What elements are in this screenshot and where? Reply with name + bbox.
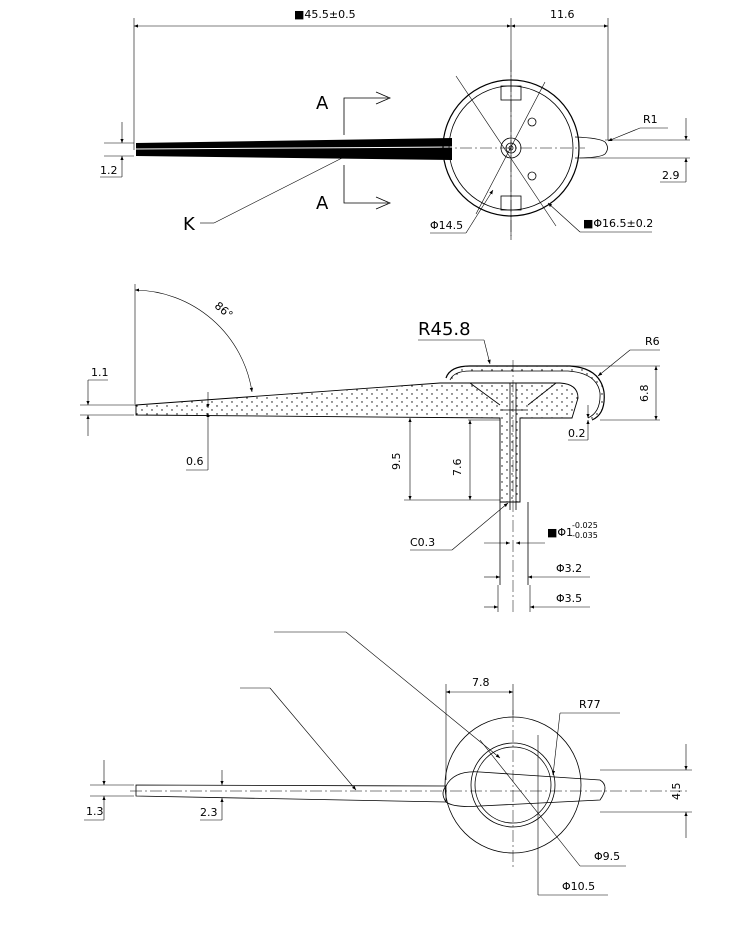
dim-offset: 2.9	[662, 169, 680, 182]
dim-thickness: 1.2	[100, 164, 118, 177]
dim-shaft-inner: Φ3.2	[556, 562, 582, 575]
dim-gap: 0.2	[568, 427, 586, 440]
dim-radius-big: R45.8	[418, 319, 471, 340]
dim-tip: 1.3	[86, 805, 104, 818]
dim-hub-offset: 7.8	[472, 676, 490, 689]
hub-lobe	[445, 771, 606, 807]
section-mark-top: A	[316, 93, 329, 114]
dim-dia-outer: Φ10.5	[562, 880, 595, 893]
dim-shaft-outer: Φ3.5	[556, 592, 582, 605]
dim-angle: 86°	[212, 299, 235, 321]
blade-section	[135, 382, 579, 503]
dim-length: ■45.5±0.5	[294, 8, 356, 21]
dim-bore-lower-tol: -0.035	[572, 531, 598, 540]
blade-top	[136, 138, 452, 160]
dim-tip: 1.1	[91, 366, 109, 379]
hub-hole	[527, 117, 537, 127]
label-k: K	[183, 214, 196, 235]
dim-bore-upper-tol: -0.025	[572, 521, 598, 530]
hub-tip	[574, 136, 608, 159]
section-view: 86° 1.1 0.6 9.5 7.6	[80, 284, 660, 612]
hub-hole	[527, 171, 537, 181]
section-mark-bottom: A	[316, 193, 329, 214]
dim-radius-small: R6	[645, 335, 660, 348]
blade-bottom	[135, 784, 447, 803]
dim-right: 11.6	[550, 8, 575, 21]
dim-width: 4.5	[670, 783, 683, 801]
dim-step: 0.6	[186, 455, 204, 468]
dim-height-shaft: 7.6	[451, 459, 464, 477]
dim-mid: 2.3	[200, 806, 218, 819]
dim-outer-dia: ■Φ16.5±0.2	[583, 217, 653, 230]
dim-hub-height: 6.8	[638, 385, 651, 403]
dim-radius: R1	[643, 113, 658, 126]
angle-arc	[134, 288, 254, 393]
dim-chamfer: C0.3	[410, 536, 435, 549]
dim-radius-large: R77	[579, 698, 601, 711]
hub-cap-fill	[446, 366, 605, 420]
dim-dia-inner: Φ9.5	[594, 850, 620, 863]
blade-highlight	[135, 146, 453, 150]
dim-height-total: 9.5	[390, 453, 403, 471]
dim-inner-dia: Φ14.5	[430, 219, 463, 232]
bottom-view: 7.8 R77 1.3 2.3 4.5 Φ9.5 Φ10.5	[84, 631, 692, 896]
top-view: ■45.5±0.5 11.6 1.2 2.9	[100, 8, 690, 240]
dim-bore-main: ■Φ1	[547, 526, 573, 539]
